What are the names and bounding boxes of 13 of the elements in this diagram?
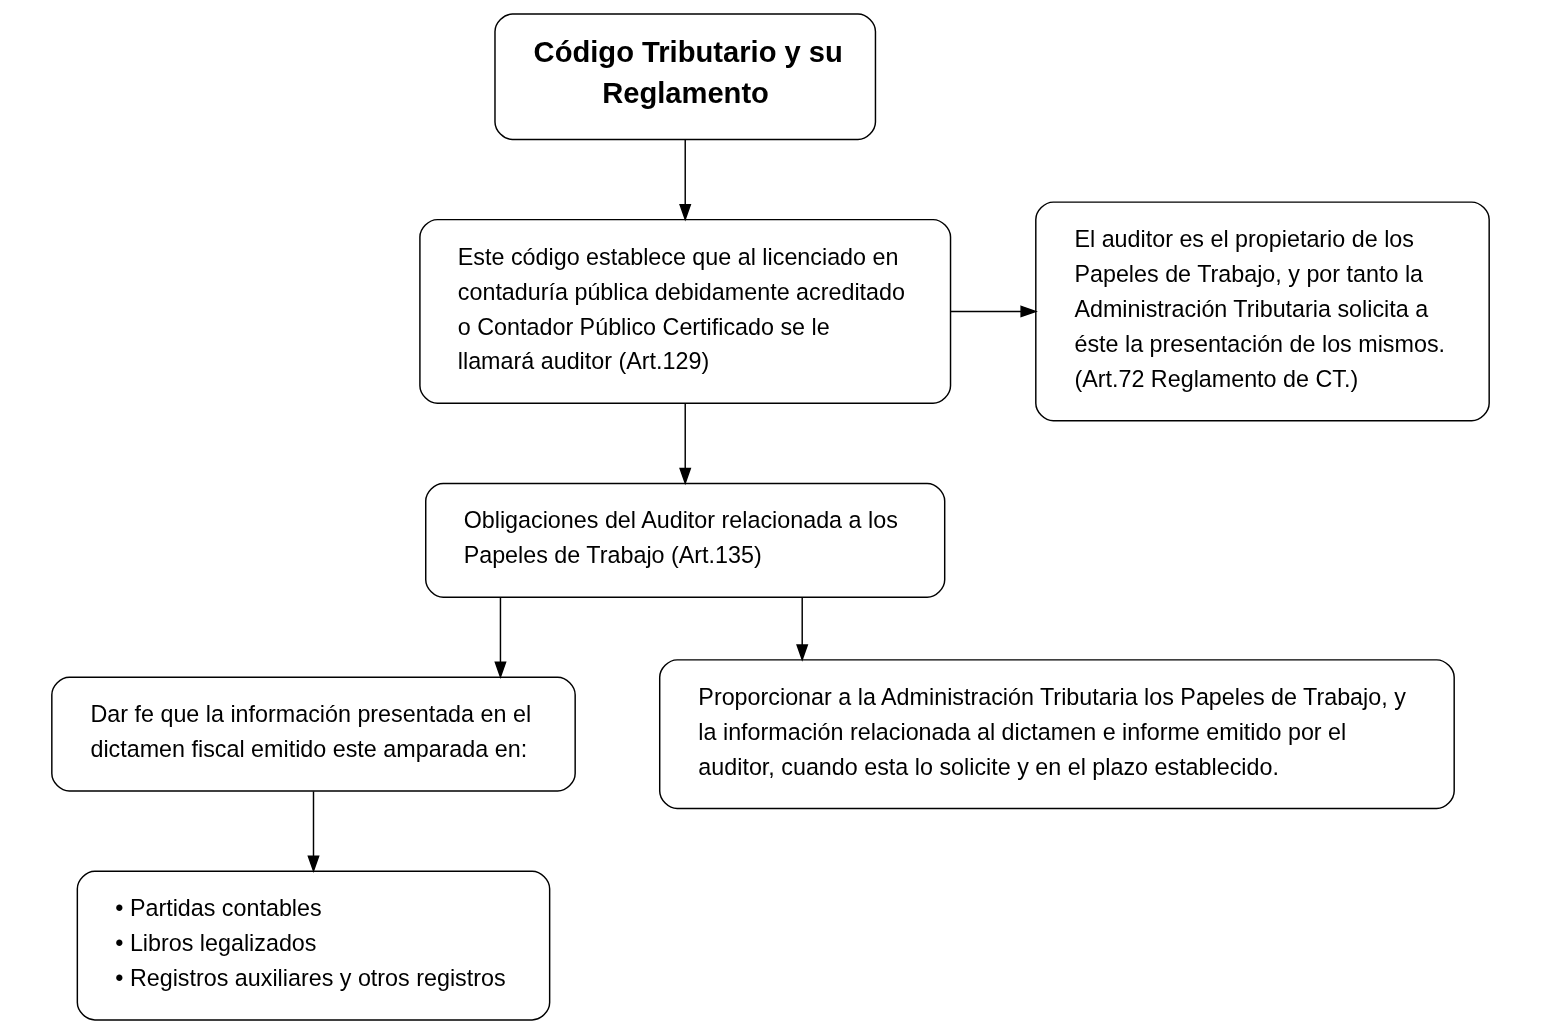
node-box: • Partidas contables • Libros legalizados • Registros auxiliares y otros registros xyxy=(76,870,551,1021)
arrow xyxy=(949,305,1038,318)
node-box: El auditor es el propietario de los Papeles de Trabajo, y por tanto la Administración Tributaria solicita a éste la presentación de los mismos. (Art.72 Reglamento de CT.) xyxy=(1035,201,1490,422)
node-box: Proporcionar a la Administración Tributaria los Papeles de Trabajo, y la información relacionada al dictamen e informe emitido por el auditor, cuando esta lo solicite y en el plazo establecido. xyxy=(659,659,1455,810)
arrow xyxy=(796,596,809,662)
arrow xyxy=(494,596,507,680)
node-box: Obligaciones del Auditor relacionada a los Papeles de Trabajo (Art.135) xyxy=(425,482,946,598)
node-box: Dar fe que la información presentada en el dictamen fiscal emitido este amparada en: xyxy=(51,676,576,792)
arrow xyxy=(679,138,692,222)
arrow xyxy=(307,790,320,874)
node-box: Código Tributario y su Reglamento xyxy=(494,13,877,141)
node-box: Este código establece que al licenciado en contaduría pública debidamente acreditado o Contador Público Certificado se le llamará auditor (Art.129) xyxy=(419,218,952,405)
arrow xyxy=(679,403,692,486)
